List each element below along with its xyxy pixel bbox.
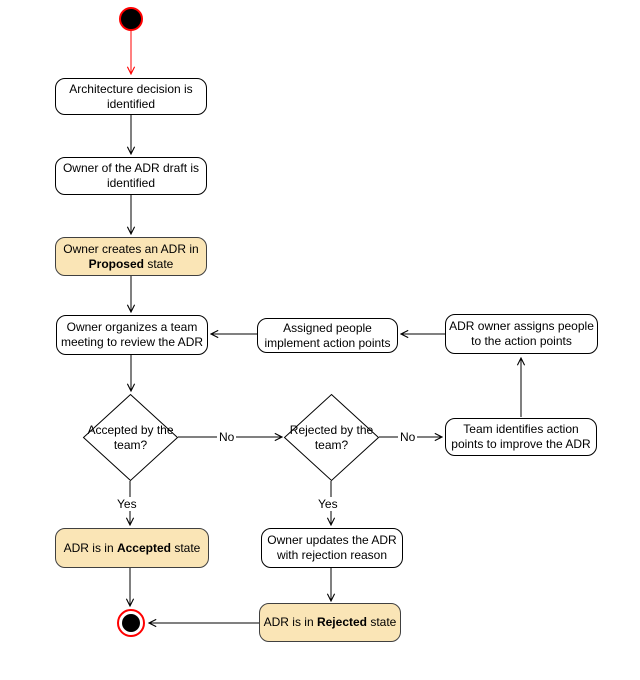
activity-update-adr-rejection: Owner updates the ADR with rejection rea… [261,528,403,568]
activity-label: Assigned people implement action points [264,320,391,350]
activity-assign-people: ADR owner assigns people to the action p… [445,314,598,354]
activity-label: Owner organizes a team meeting to review… [60,320,204,349]
edge-label-rejected-yes: Yes [316,497,340,511]
activity-identify-action-points: Team identifies action points to improve… [445,418,597,456]
edge-label-accepted-no: No [217,430,237,444]
final-state-inner-dot [122,614,140,632]
activity-adr-rejected-state: ADR is in Rejected state [259,603,401,642]
activity-label: Team identifies action points to improve… [451,422,591,451]
activity-implement-action-points: Assigned people implement action points [257,318,398,353]
edge-label-rejected-no: No [398,430,418,444]
activity-team-meeting: Owner organizes a team meeting to review… [56,315,208,355]
edge-label-accepted-yes: Yes [115,497,139,511]
accepted-decision-diamond [82,393,179,482]
activity-architecture-decision-identified: Architecture decision is identified [55,78,207,115]
activity-owner-identified: Owner of the ADR draft is identified [55,157,207,195]
decision-rejected-by-team: Rejected by the team? [286,422,377,453]
activity-label: Architecture decision is identified [69,81,193,111]
activity-label: Owner updates the ADR with rejection rea… [267,533,397,562]
decision-accepted-by-team: Accepted by the team? [85,422,176,453]
final-state-node [117,609,145,637]
activity-label: ADR is in Accepted state [63,540,201,555]
activity-label: Owner of the ADR draft is identified [62,161,200,190]
activity-create-adr-proposed-state: Owner creates an ADR in Proposed state [55,237,207,276]
activity-adr-accepted-state: ADR is in Accepted state [55,528,209,568]
decision-label: Rejected by the team? [289,422,374,452]
activity-label: ADR is in Rejected state [263,615,397,629]
decision-label: Accepted by the team? [87,422,174,452]
activity-label: Owner creates an ADR in Proposed state [63,241,199,271]
rejected-decision-diamond [283,393,380,482]
initial-state-node [119,7,143,31]
activity-label: ADR owner assigns people to the action p… [449,319,594,348]
